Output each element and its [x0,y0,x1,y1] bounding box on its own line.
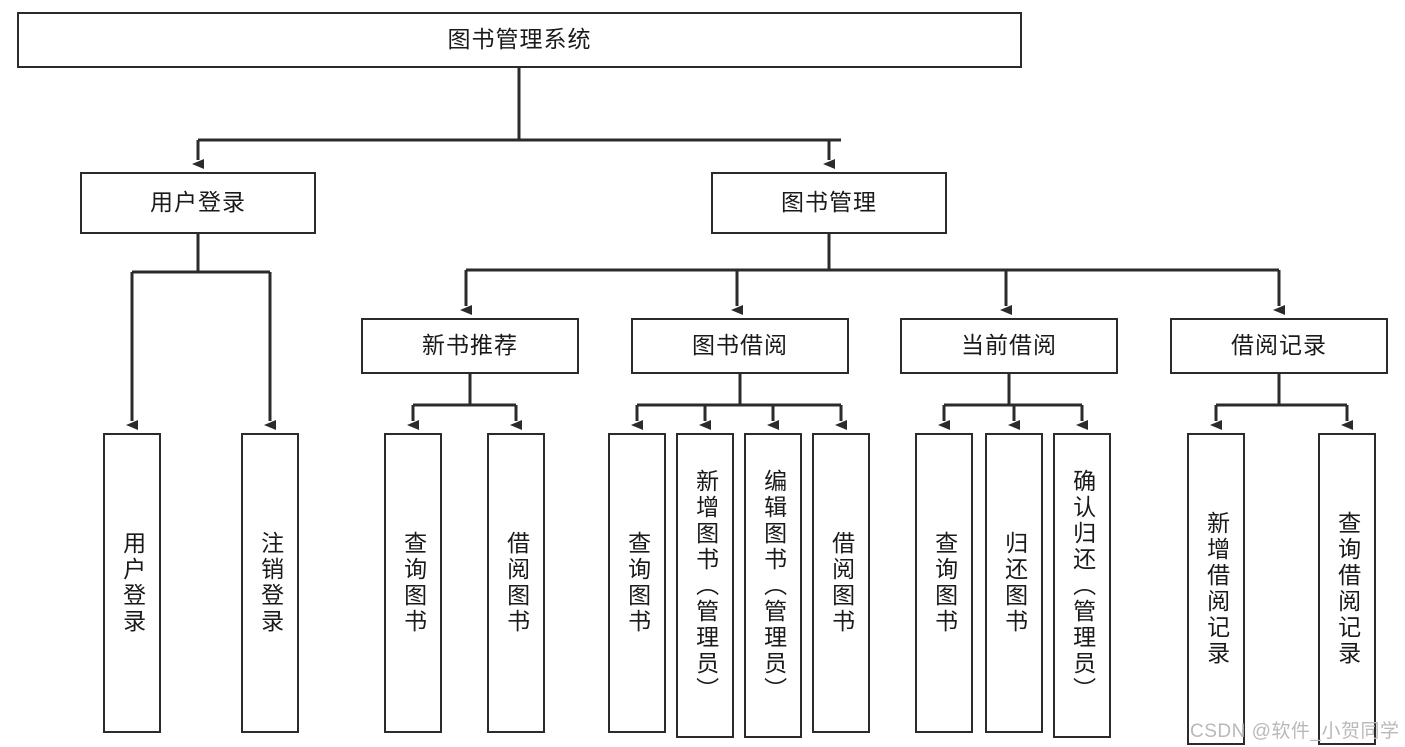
node-leaf-add-book-label: 新增图书（管理员） [692,468,719,703]
node-user-login[interactable]: 用户登录 [80,172,316,234]
node-leaf-logout-label: 注销登录 [257,531,284,635]
node-leaf-query-record-label: 查询借阅记录 [1334,511,1361,667]
node-book-management-label: 图书管理 [781,189,877,216]
node-leaf-logout[interactable]: 注销登录 [241,433,299,733]
node-leaf-query-book-1[interactable]: 查询图书 [384,433,442,733]
node-leaf-borrow-book-2[interactable]: 借阅图书 [812,433,870,733]
node-leaf-query-book-2-label: 查询图书 [624,531,651,635]
node-borrow-record[interactable]: 借阅记录 [1170,318,1388,374]
node-book-borrow-label: 图书借阅 [692,332,788,359]
node-leaf-confirm-return-label: 确认归还（管理员） [1069,468,1096,703]
node-leaf-return-book-label: 归还图书 [1001,531,1028,635]
node-leaf-user-login[interactable]: 用户登录 [103,433,161,733]
node-leaf-query-book-3[interactable]: 查询图书 [915,433,973,733]
node-leaf-query-record[interactable]: 查询借阅记录 [1318,433,1376,745]
node-leaf-query-book-1-label: 查询图书 [400,531,427,635]
node-leaf-borrow-book-2-label: 借阅图书 [828,531,855,635]
node-leaf-borrow-book-1[interactable]: 借阅图书 [487,433,545,733]
node-leaf-user-login-label: 用户登录 [119,531,146,635]
node-current-borrow-label: 当前借阅 [961,332,1057,359]
node-user-login-label: 用户登录 [150,189,246,216]
node-leaf-add-record[interactable]: 新增借阅记录 [1187,433,1245,745]
node-root[interactable]: 图书管理系统 [17,12,1022,68]
node-new-book-recommend-label: 新书推荐 [422,332,518,359]
node-leaf-add-book[interactable]: 新增图书（管理员） [676,433,734,738]
node-leaf-edit-book-label: 编辑图书（管理员） [760,468,787,703]
node-leaf-add-record-label: 新增借阅记录 [1203,511,1230,667]
node-book-borrow[interactable]: 图书借阅 [631,318,849,374]
node-current-borrow[interactable]: 当前借阅 [900,318,1118,374]
csdn-watermark: CSDN @软件_小贺同学 [1190,721,1400,742]
node-book-management[interactable]: 图书管理 [711,172,947,234]
node-leaf-borrow-book-1-label: 借阅图书 [503,531,530,635]
node-leaf-confirm-return[interactable]: 确认归还（管理员） [1053,433,1111,738]
node-root-label: 图书管理系统 [447,26,592,53]
node-leaf-edit-book[interactable]: 编辑图书（管理员） [744,433,802,738]
node-leaf-query-book-3-label: 查询图书 [931,531,958,635]
node-leaf-return-book[interactable]: 归还图书 [985,433,1043,733]
node-leaf-query-book-2[interactable]: 查询图书 [608,433,666,733]
node-new-book-recommend[interactable]: 新书推荐 [361,318,579,374]
node-borrow-record-label: 借阅记录 [1231,332,1327,359]
